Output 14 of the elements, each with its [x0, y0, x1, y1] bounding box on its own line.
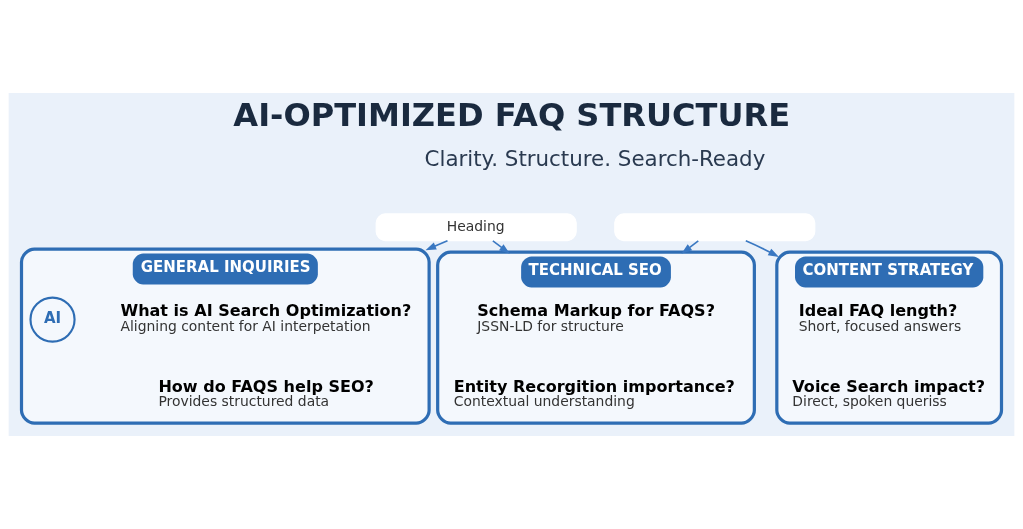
node-box: [614, 213, 816, 242]
node-box: Heading: [375, 213, 577, 242]
node-text: Schema Markup for FAQS? JSSN-LD for structure: [477, 301, 715, 334]
arrow: [681, 240, 700, 254]
node-text: Entity Recorgition importance? Contextual understanding: [453, 377, 735, 410]
node-text: How do FAQS help SEO? Provides structured data: [158, 377, 374, 410]
diagram-title: AI-OPTIMIZED FAQ STRUCTURE: [233, 96, 791, 135]
node-text: Ideal FAQ length? Short, focused answers: [798, 301, 962, 334]
node-text: Voice Search impact? Direct, spoken queriss: [792, 377, 985, 410]
node-text: What is AI Search Optimization? Aligning content for AI interpetation: [120, 301, 412, 334]
label: Clarity. Structure. Search-Ready: [424, 145, 766, 171]
label: AI: [43, 308, 62, 327]
arrow: [745, 239, 779, 257]
arrow: [492, 240, 510, 254]
